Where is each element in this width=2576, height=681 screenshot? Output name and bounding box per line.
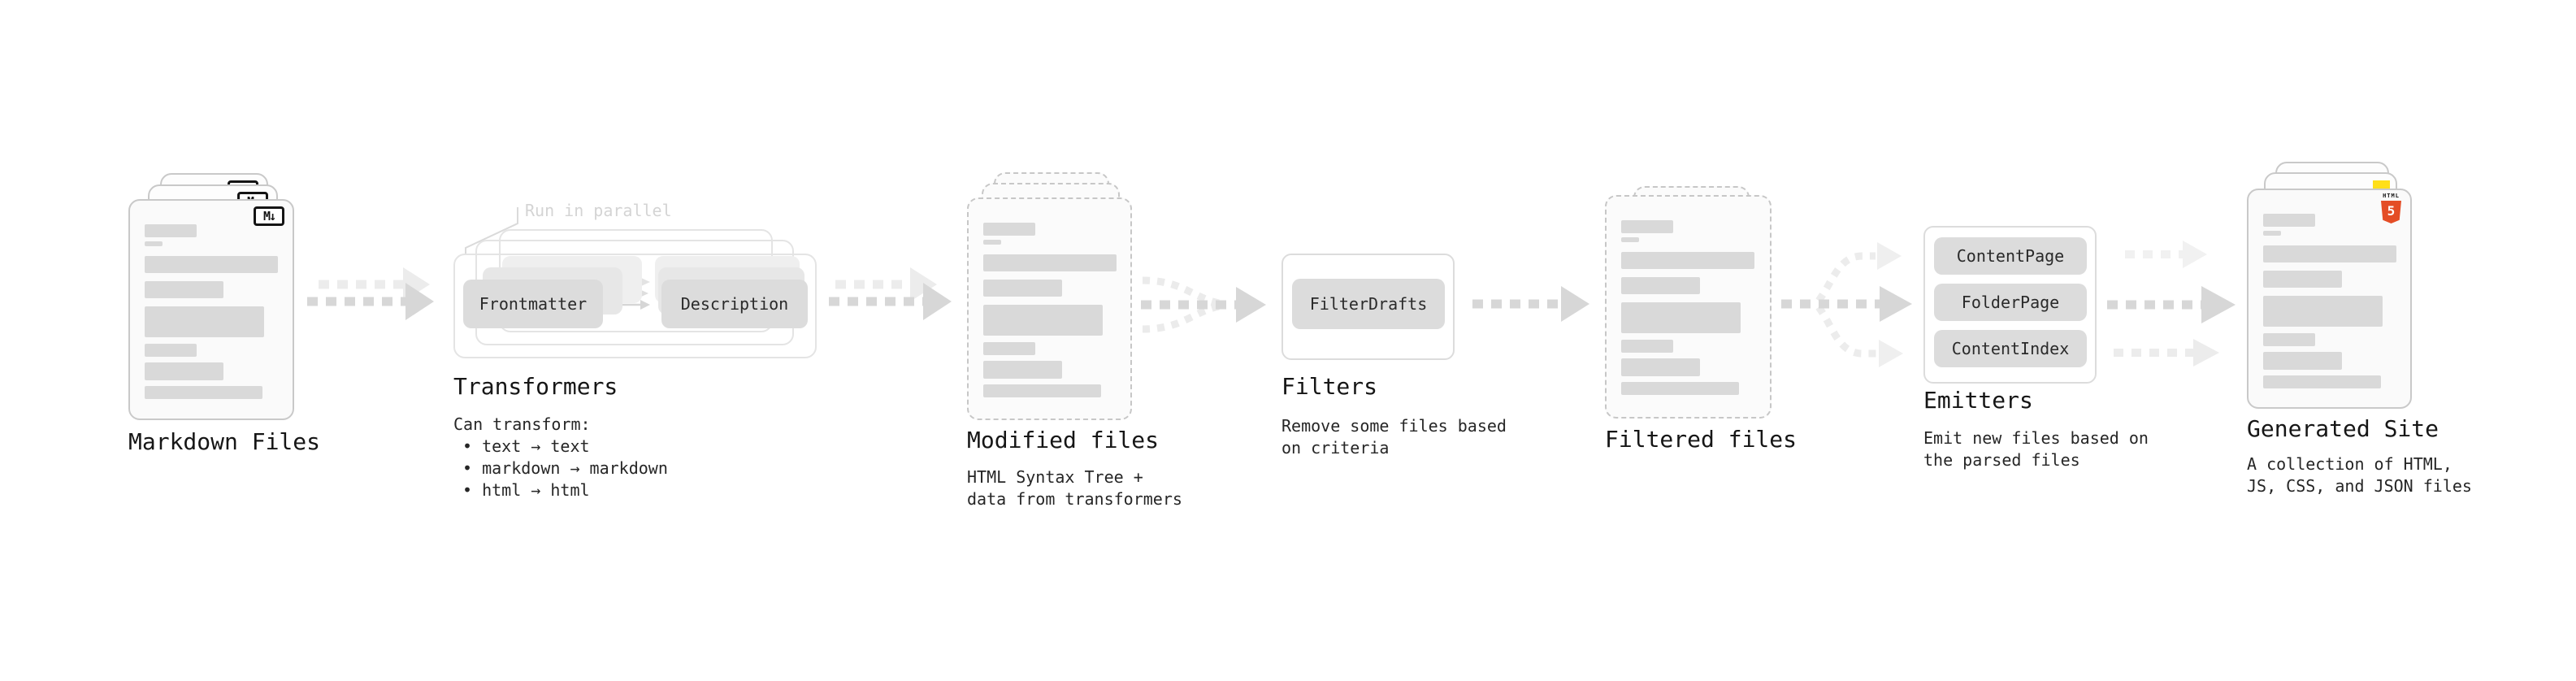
placeholder-bar <box>983 384 1101 397</box>
modified-files-description: HTML Syntax Tree + data from transformer… <box>967 466 1182 510</box>
placeholder-bar <box>1621 277 1700 294</box>
placeholder-bar <box>983 254 1117 271</box>
modified-file-card <box>967 197 1132 420</box>
filters-title: Filters <box>1281 373 1378 400</box>
placeholder-bar <box>1621 340 1673 353</box>
contentpage-pill: ContentPage <box>1934 237 2087 275</box>
filtered-files-title: Filtered files <box>1605 426 1798 453</box>
placeholder-bar <box>145 224 197 237</box>
transformers-description: Can transform: • text → text • markdown … <box>453 414 668 501</box>
filterdrafts-pill: FilterDrafts <box>1292 279 1445 329</box>
generated-site-description: A collection of HTML, JS, CSS, and JSON … <box>2247 453 2472 497</box>
filtered-file-card <box>1605 195 1772 419</box>
run-in-parallel-leader-line <box>465 207 518 254</box>
placeholder-bar <box>145 306 264 337</box>
transformers-lead: Can transform: <box>453 414 591 434</box>
modified-desc-line2: data from transformers <box>967 489 1182 509</box>
contentindex-pill: ContentIndex <box>1934 330 2087 367</box>
generated-file-card-html: HTML 5 <box>2247 189 2412 409</box>
placeholder-bar <box>2263 245 2396 262</box>
placeholder-bar <box>145 386 262 399</box>
placeholder-bar <box>1621 220 1673 233</box>
filters-desc-line2: on criteria <box>1281 438 1390 458</box>
folderpage-pill: FolderPage <box>1934 284 2087 321</box>
placeholder-bar <box>1621 237 1639 242</box>
placeholder-bar <box>983 361 1062 379</box>
modified-files-title: Modified files <box>967 427 1160 453</box>
html5-icon-number: 5 <box>2387 203 2396 219</box>
markdown-files-title: Markdown Files <box>128 428 321 455</box>
emitters-desc-line2: the parsed files <box>1923 450 2080 470</box>
transformers-title: Transformers <box>453 373 618 400</box>
frontmatter-pill: Frontmatter <box>463 280 603 328</box>
html5-icon: HTML 5 <box>2381 193 2401 223</box>
transform-bullet: • markdown → markdown <box>462 458 668 478</box>
run-in-parallel-annotation: Run in parallel <box>525 201 672 220</box>
description-pill: Description <box>661 280 808 328</box>
generated-desc-line2: JS, CSS, and JSON files <box>2247 476 2472 496</box>
arrow-emitters-to-generated <box>2107 241 2236 367</box>
emitters-desc-line1: Emit new files based on <box>1923 428 2149 448</box>
transform-bullet: • text → text <box>462 436 590 456</box>
filters-description: Remove some files based on criteria <box>1281 415 1507 459</box>
transform-bullet: • html → html <box>462 480 590 500</box>
modified-desc-line1: HTML Syntax Tree + <box>967 467 1143 487</box>
placeholder-bar <box>2263 352 2342 370</box>
placeholder-bar <box>145 256 278 273</box>
placeholder-bar <box>983 280 1062 297</box>
arrow-markdown-to-transformers <box>307 267 434 320</box>
markdown-file-card: M↓ <box>128 199 294 420</box>
generated-desc-line1: A collection of HTML, <box>2247 454 2452 474</box>
placeholder-bar <box>1621 302 1741 333</box>
placeholder-bar <box>1621 358 1700 376</box>
emitters-title: Emitters <box>1923 387 2033 414</box>
markdown-icon: M↓ <box>254 206 284 226</box>
placeholder-bar <box>2263 375 2381 388</box>
arrow-transformers-to-modified <box>829 267 952 320</box>
transformer-layer-box <box>453 254 817 358</box>
placeholder-bar <box>2263 214 2315 227</box>
arrow-modified-to-filters-fan-in <box>1141 276 1266 333</box>
placeholder-bar <box>145 344 197 357</box>
placeholder-bar <box>145 362 223 380</box>
placeholder-bar <box>1621 252 1754 269</box>
html5-icon-word: HTML <box>2383 193 2400 199</box>
placeholder-bar <box>1621 382 1739 395</box>
placeholder-bar <box>145 241 163 246</box>
placeholder-bar <box>983 223 1035 236</box>
placeholder-bar <box>145 281 223 298</box>
arrow-filters-to-filtered <box>1472 286 1589 322</box>
placeholder-bar <box>2263 333 2315 346</box>
generated-site-title: Generated Site <box>2247 415 2439 442</box>
emitters-description: Emit new files based on the parsed files <box>1923 427 2149 471</box>
placeholder-bar <box>983 305 1103 336</box>
placeholder-bar <box>983 240 1001 245</box>
placeholder-bar <box>983 342 1035 355</box>
placeholder-bar <box>2263 231 2281 236</box>
placeholder-bar <box>2263 271 2342 288</box>
placeholder-bar <box>2263 296 2383 327</box>
filters-desc-line1: Remove some files based <box>1281 416 1507 436</box>
html5-icon-shield: 5 <box>2381 201 2401 223</box>
arrow-filtered-to-emitters-fan-out <box>1781 242 1912 367</box>
